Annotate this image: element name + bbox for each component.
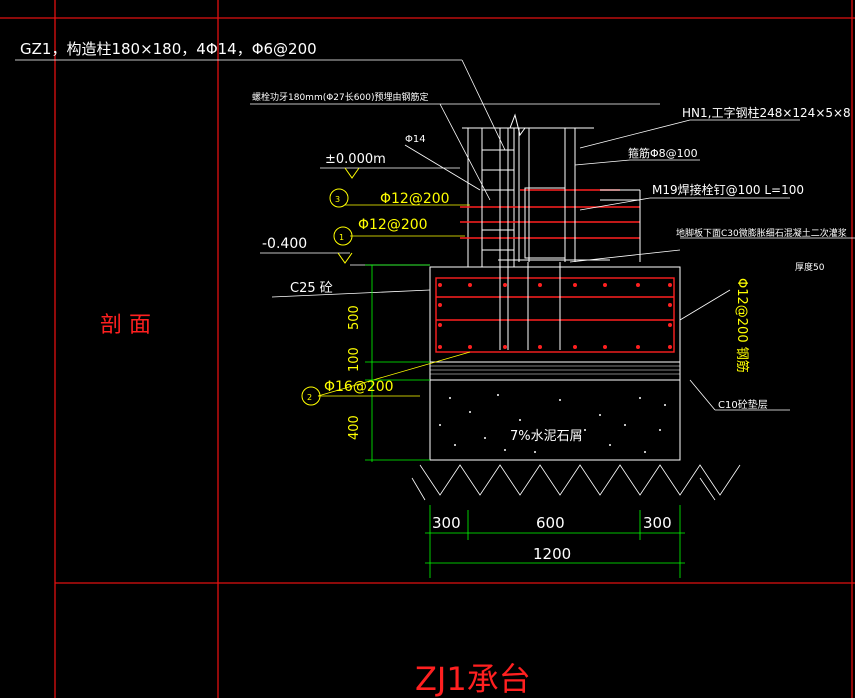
phi14-label: Φ14	[405, 134, 426, 145]
dim-1200: 1200	[533, 545, 571, 563]
soil-hatch	[411, 464, 741, 501]
right-bar-label: Φ12@200 钢筋	[734, 278, 750, 373]
dim-100: 100	[347, 347, 362, 372]
callout-2: 2	[307, 393, 312, 402]
vertical-dimension	[365, 264, 430, 462]
dim-400: 400	[347, 415, 362, 440]
bolt-label: 螺栓功牙180mm(Φ27长600)预埋由钢筋定	[252, 91, 428, 103]
fill-dots	[439, 394, 666, 453]
dim-300-right: 300	[643, 514, 672, 532]
bar3-label: Φ12@200	[380, 191, 450, 207]
elevation-zero: ±0.000m	[325, 152, 386, 167]
gz1-label: GZ1，构造柱180×180，4Φ14，Φ6@200	[20, 40, 317, 58]
rebar-dots	[438, 283, 672, 349]
yellow-leaders	[317, 204, 471, 397]
drawing-title: ZJ1承台	[415, 660, 531, 698]
horizontal-dimension	[425, 505, 685, 578]
bar2-label: Φ16@200	[324, 379, 394, 395]
reinforcement	[435, 189, 675, 353]
dim-600: 600	[536, 514, 565, 532]
dim-500: 500	[347, 305, 362, 330]
section-label: 剖 面	[100, 313, 151, 338]
thickness-label: 厚度50	[795, 261, 825, 273]
cushion-hatch	[430, 365, 680, 375]
stirrup-label: 箍筋Φ8@100	[628, 146, 698, 160]
elevation-marks	[337, 167, 360, 264]
callout-3: 3	[335, 195, 340, 204]
callout-circles	[301, 188, 353, 406]
bar1-label: Φ12@200	[358, 217, 428, 233]
steel-column	[481, 113, 641, 350]
callout-1: 1	[339, 233, 344, 242]
fill-label: 7%水泥石屑	[510, 429, 583, 444]
c10-label: C10砼垫层	[718, 398, 768, 411]
m19-label: M19焊接栓钉@100 L=100	[652, 182, 804, 197]
elevation-neg: -0.400	[262, 236, 307, 252]
dim-300-left: 300	[432, 514, 461, 532]
c30-label: 地脚板下面C30微膨胀细石混凝土二次灌浆	[676, 227, 847, 239]
foundation-outline	[429, 127, 681, 461]
hn1-label: HN1,工字钢柱248×124×5×8	[682, 105, 851, 120]
c25-label: C25 砼	[290, 281, 333, 296]
